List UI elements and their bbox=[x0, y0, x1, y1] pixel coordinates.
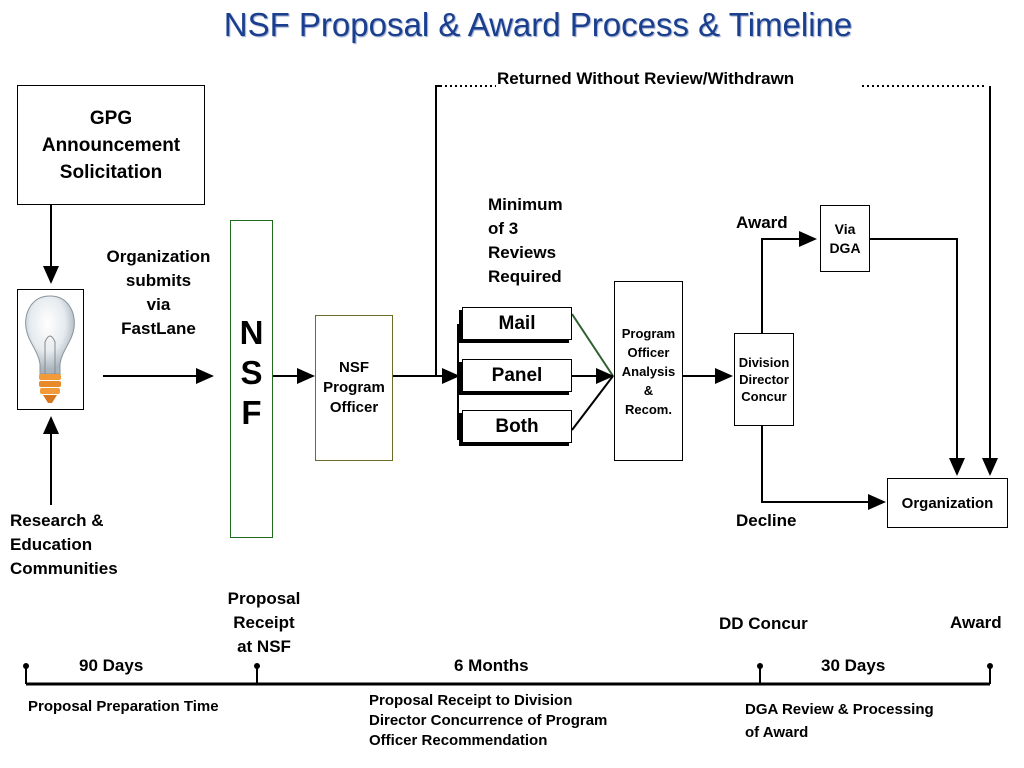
milestone-award: Award bbox=[950, 613, 1002, 632]
award-label: Award bbox=[736, 213, 788, 232]
milestone-dd-concur: DD Concur bbox=[719, 614, 808, 633]
review-both-box: Both bbox=[462, 410, 572, 443]
nsf-box: N S F bbox=[230, 220, 273, 538]
desc-receipt-to-dd: Proposal Receipt to Division Director Co… bbox=[369, 692, 608, 749]
dga-to-org-line bbox=[870, 238, 965, 476]
page-title: NSF Proposal & Award Process & Timeline bbox=[223, 6, 853, 43]
milestone-proposal-receipt: Proposal Receipt at NSF bbox=[227, 589, 301, 656]
nsf-program-officer-box: NSF Program Officer bbox=[315, 315, 393, 461]
both-connector bbox=[571, 375, 614, 431]
returned-loop-line bbox=[435, 85, 440, 376]
nsf-letter-f: F bbox=[241, 394, 262, 431]
gpg-box: GPG Announcement Solicitation bbox=[17, 85, 205, 205]
desc-dga-review: DGA Review & Processing of Award bbox=[745, 701, 934, 741]
mail-connector bbox=[571, 313, 614, 377]
duration-6-months: 6 Months bbox=[454, 656, 529, 675]
review-mail-box: Mail bbox=[462, 307, 572, 340]
lightbulb-icon bbox=[17, 289, 84, 410]
returned-label: Returned Without Review/Withdrawn bbox=[497, 69, 795, 88]
review-panel-box: Panel bbox=[462, 359, 572, 392]
po-analysis-box: Program Officer Analysis & Recom. bbox=[614, 281, 683, 461]
division-director-box: Division Director Concur bbox=[734, 333, 794, 426]
decline-path-line bbox=[761, 426, 886, 510]
nsf-letter-n: N bbox=[239, 314, 264, 351]
nsf-letter-s: S bbox=[240, 354, 263, 391]
duration-90-days: 90 Days bbox=[79, 656, 144, 675]
communities-label: Research & Education Communities bbox=[10, 511, 118, 578]
via-dga-box: Via DGA bbox=[820, 205, 870, 272]
min-reviews-label: Minimum of 3 Reviews Required bbox=[488, 195, 563, 286]
decline-label: Decline bbox=[736, 511, 797, 530]
desc-preparation: Proposal Preparation Time bbox=[28, 698, 219, 715]
award-path-line bbox=[761, 231, 817, 333]
duration-30-days: 30 Days bbox=[821, 656, 886, 675]
organization-submits-label: Organization submits via FastLane bbox=[106, 247, 211, 338]
organization-box: Organization bbox=[887, 478, 1008, 528]
